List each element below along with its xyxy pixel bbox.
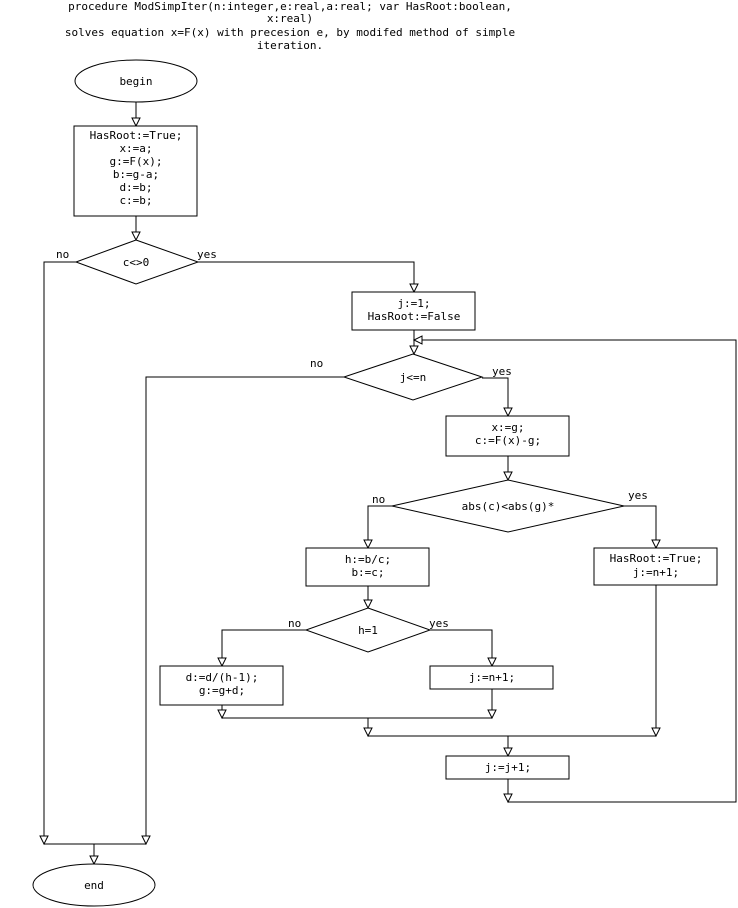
cond-abs-no-label: no <box>372 493 385 506</box>
set-root-process: HasRoot:=True; j:=n+1; <box>593 547 718 586</box>
set-j-line-1: j:=1; <box>397 297 430 310</box>
set-j-process: j:=1; HasRoot:=False <box>351 291 476 331</box>
cond-j-yes-label: yes <box>492 365 512 378</box>
compute-line-2: c:=F(x)-g; <box>475 434 541 447</box>
inc-j-process: j:=j+1; <box>445 755 570 780</box>
init-process: HasRoot:=True; x:=a; g:=F(x); b:=g-a; d:… <box>73 125 198 217</box>
header-line-2: x:real) <box>267 12 313 25</box>
arrowheads <box>39 117 661 866</box>
begin-label: begin <box>119 75 152 88</box>
cond-h-yes-label: yes <box>429 617 449 630</box>
cond-h-no-label: no <box>288 617 301 630</box>
init-line-3: g:=F(x); <box>110 155 163 168</box>
cond-abs-yes-label: yes <box>628 489 648 502</box>
init-line-2: x:=a; <box>119 142 152 155</box>
header-line-1: procedure ModSimpIter(n:integer,e:real,a… <box>68 0 512 13</box>
cond-abs-label: abs(c)<abs(g)* <box>462 500 555 513</box>
compute-line-1: x:=g; <box>491 421 524 434</box>
cond-h-label: h=1 <box>358 624 378 637</box>
set-h-line-2: b:=c; <box>351 566 384 579</box>
end-label: end <box>84 879 104 892</box>
init-line-6: c:=b; <box>119 194 152 207</box>
compute-process: x:=g; c:=F(x)-g; <box>445 415 570 457</box>
inc-j-label: j:=j+1; <box>485 761 531 774</box>
set-h-process: h:=b/c; b:=c; <box>305 547 430 587</box>
cond-j-decision: j<=n no yes <box>310 353 512 401</box>
set-j-line-2: HasRoot:=False <box>368 310 461 323</box>
header-line-3: solves equation x=F(x) with precesion e,… <box>65 26 515 39</box>
begin-terminal: begin <box>74 59 198 103</box>
end-terminal: end <box>32 863 156 907</box>
set-root-line-2: j:=n+1; <box>633 566 679 579</box>
update-d-line-2: g:=g+d; <box>199 684 245 697</box>
init-line-5: d:=b; <box>119 181 152 194</box>
update-d-process: d:=d/(h-1); g:=g+d; <box>159 665 284 706</box>
init-line-1: HasRoot:=True; <box>90 129 183 142</box>
cond-j-no-label: no <box>310 357 323 370</box>
set-root-line-1: HasRoot:=True; <box>610 552 703 565</box>
cond-c-decision: c<>0 no yes <box>56 239 217 285</box>
cond-h-decision: h=1 no yes <box>288 607 449 653</box>
update-d-line-1: d:=d/(h-1); <box>186 671 259 684</box>
cond-j-label: j<=n <box>400 371 427 384</box>
header-line-4: iteration. <box>257 39 323 52</box>
cond-c-yes-label: yes <box>197 248 217 261</box>
init-line-4: b:=g-a; <box>113 168 159 181</box>
cond-c-label: c<>0 <box>123 256 150 269</box>
set-j-end-process: j:=n+1; <box>429 665 554 690</box>
set-h-line-1: h:=b/c; <box>345 553 391 566</box>
cond-abs-decision: abs(c)<abs(g)* no yes <box>372 479 648 533</box>
set-j-end-label: j:=n+1; <box>469 671 515 684</box>
cond-c-no-label: no <box>56 248 69 261</box>
